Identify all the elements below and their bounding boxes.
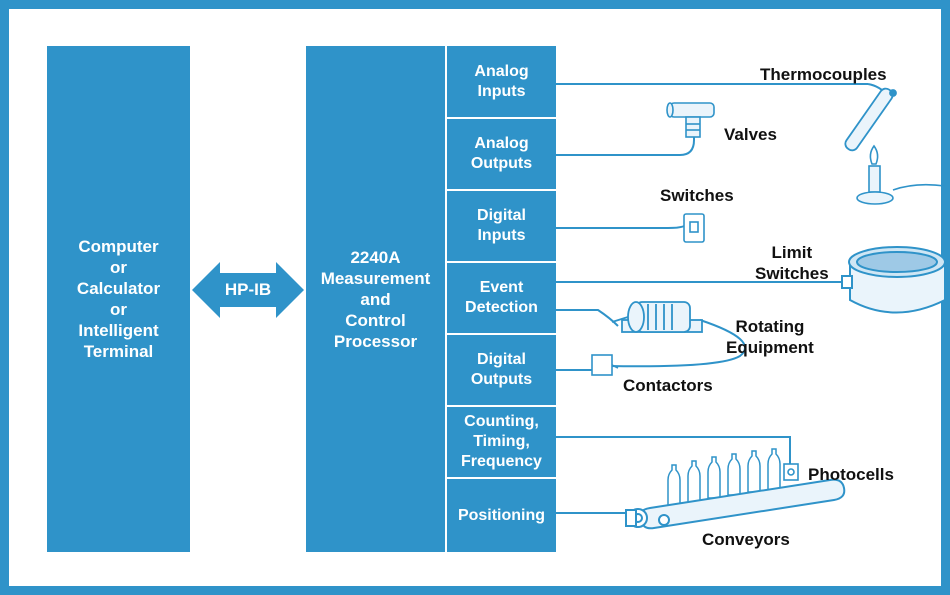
label-rotating-equipment: Rotating Equipment <box>726 317 814 357</box>
module-digital-outputs: Digital Outputs <box>447 335 556 405</box>
label-contactors: Contactors <box>623 376 713 395</box>
module-label: Counting, Timing, Frequency <box>461 413 542 470</box>
processor-block: 2240A Measurement and Control Processor <box>306 46 445 552</box>
module-label: Digital Inputs <box>477 207 526 244</box>
module-counting-timing-frequency: Counting, Timing, Frequency <box>447 407 556 477</box>
line-motor-loop <box>609 319 746 368</box>
module-label: Analog Inputs <box>474 62 529 100</box>
processor-label: 2240A Measurement and Control Processor <box>320 247 431 351</box>
contactor-icon <box>591 354 619 376</box>
module-label: Digital Outputs <box>470 351 533 388</box>
bunsen-burner-icon <box>856 144 946 205</box>
line-counting <box>556 436 791 464</box>
computer-block: Computer or Calculator or Intelligent Te… <box>47 46 190 552</box>
module-label: Analog Outputs <box>470 135 533 172</box>
test-tube-icon <box>844 87 897 152</box>
hpib-label: HP-IB <box>224 280 272 299</box>
module-analog-outputs: Analog Outputs <box>447 119 556 189</box>
hpib-bus-arrow: HP-IB <box>190 260 306 320</box>
line-digital-inputs <box>556 221 689 229</box>
label-photocells: Photocells <box>808 465 894 484</box>
computer-label: Computer or Calculator or Intelligent Te… <box>76 237 161 361</box>
conveyor-icon <box>625 478 846 530</box>
module-digital-inputs: Digital Inputs <box>447 191 556 261</box>
module-analog-inputs: Analog Inputs <box>447 46 556 117</box>
limit-switch-icon <box>841 246 946 314</box>
line-analog-outputs <box>556 125 695 156</box>
module-positioning: Positioning <box>447 479 556 552</box>
label-limit-switches: Limit Switches <box>755 243 829 283</box>
module-event-detection: Event Detection <box>447 263 556 333</box>
switch-icon <box>683 213 705 243</box>
module-label: Positioning <box>457 506 546 524</box>
label-valves: Valves <box>724 125 777 144</box>
photocell-icon <box>783 463 799 481</box>
valve-icon <box>666 102 715 138</box>
line-motor <box>556 309 619 327</box>
label-thermocouples: Thermocouples <box>760 65 887 84</box>
label-switches: Switches <box>660 186 734 205</box>
module-label: Event Detection <box>465 279 538 316</box>
bottle-icon <box>667 448 781 507</box>
motor-icon <box>611 301 703 333</box>
label-conveyors: Conveyors <box>702 530 790 549</box>
